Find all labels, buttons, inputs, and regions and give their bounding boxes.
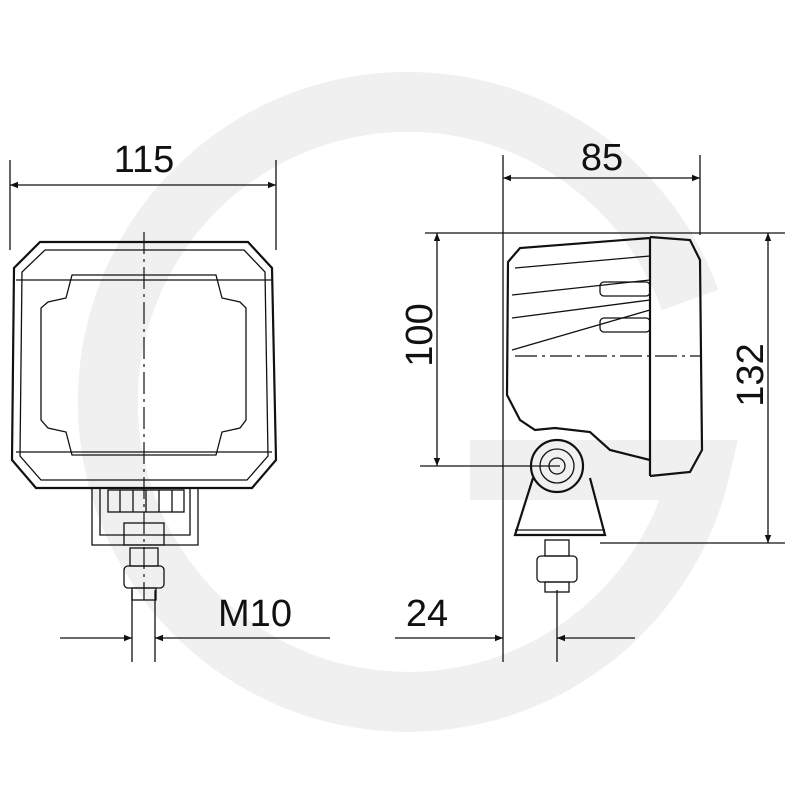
front-view <box>10 232 278 601</box>
dim-front-width: 115 <box>114 139 175 181</box>
dim-lens-height: 100 <box>399 303 441 366</box>
dim-side-depth: 85 <box>581 137 623 179</box>
watermark-logo <box>77 71 738 732</box>
dimension-lines <box>9 155 785 662</box>
dim-total-height: 132 <box>730 343 772 406</box>
dim-thread: M10 <box>218 593 292 635</box>
dim-mount-offset: 24 <box>406 593 448 635</box>
